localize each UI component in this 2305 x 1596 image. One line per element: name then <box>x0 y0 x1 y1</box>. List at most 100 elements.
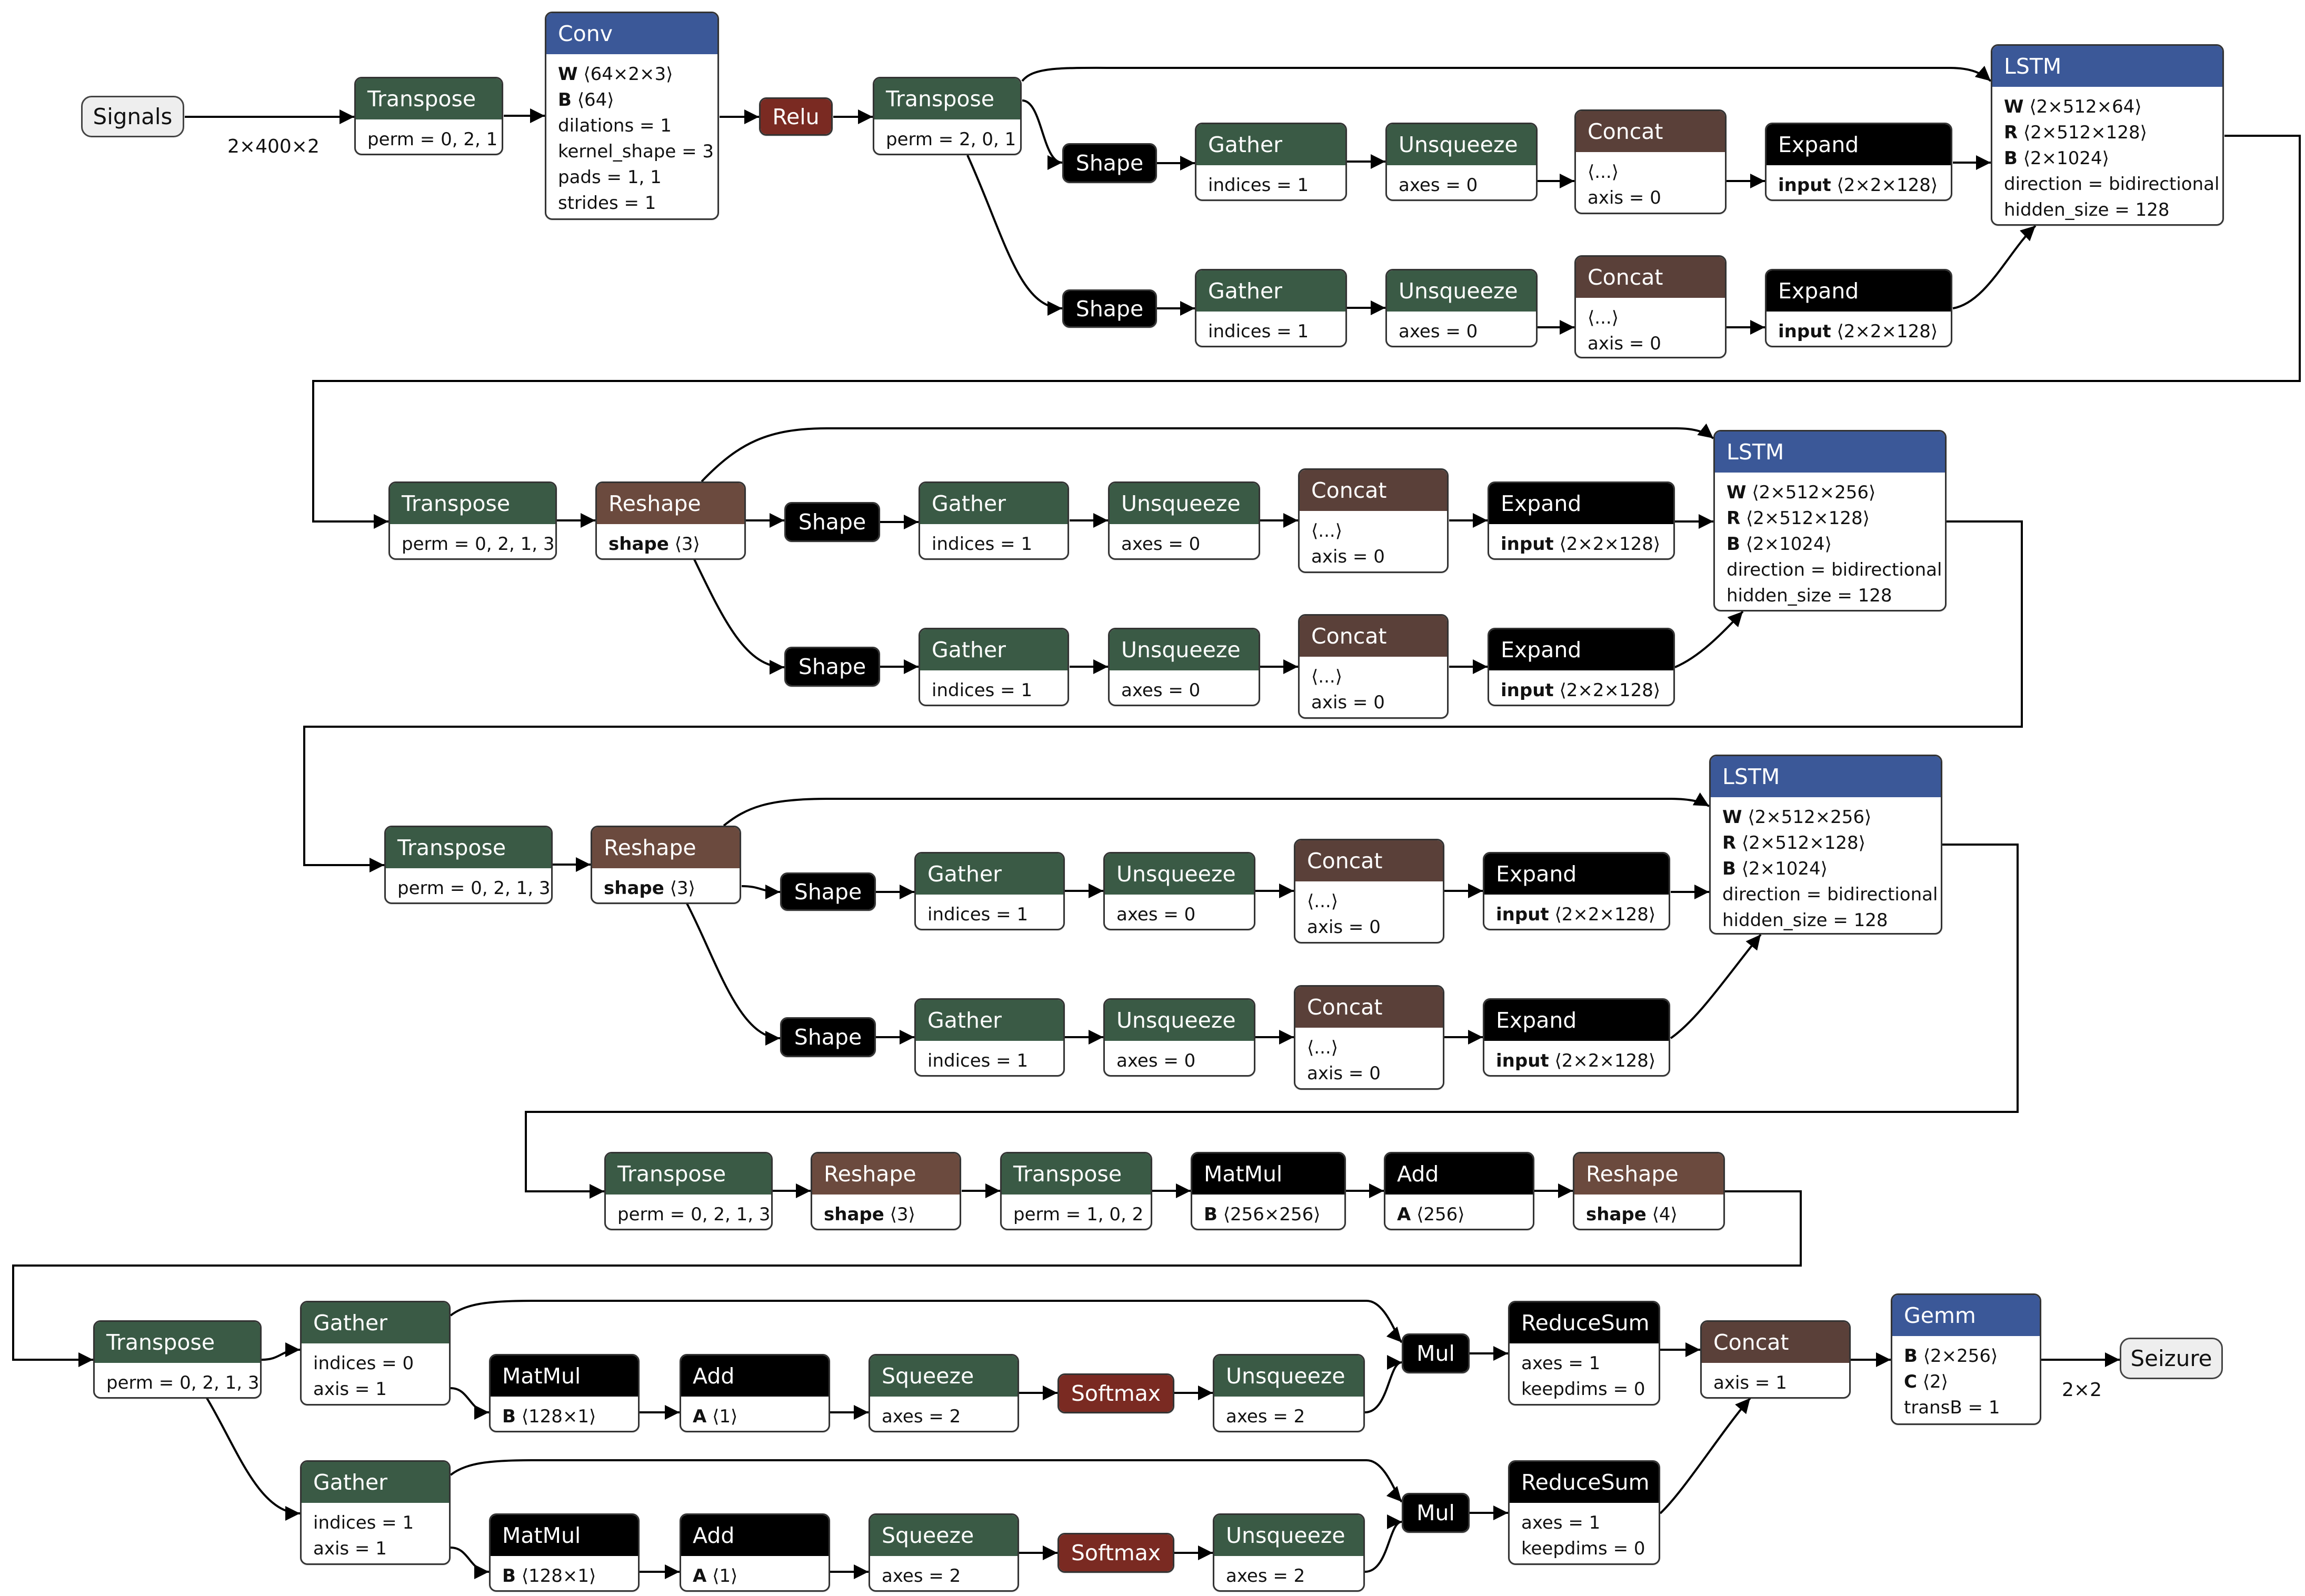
node-attributes: perm = 0, 2, 1, 3 <box>606 1195 771 1228</box>
node-attribute-row: direction = bidirectional <box>1722 882 1938 908</box>
attribute-value: ⟨3⟩ <box>890 1204 915 1225</box>
r1-shape-a-node[interactable]: Shape <box>1062 143 1157 183</box>
edge-expand-b-lstm <box>1952 225 2037 309</box>
r2-concat-b-node[interactable]: Concat⟨...⟩axis = 0 <box>1298 614 1449 719</box>
node-attributes: input ⟨2×2×128⟩ <box>1767 165 1951 198</box>
seizure-io-node[interactable]: Seizure <box>2120 1338 2223 1379</box>
r2-shape-b-node[interactable]: Shape <box>784 647 880 687</box>
attribute-key: input <box>1501 680 1554 701</box>
node-attributes: ⟨...⟩axis = 0 <box>1576 298 1725 357</box>
node-attribute-row: axes = 1 <box>1521 1510 1647 1536</box>
r5-softmax-b-node[interactable]: Softmax <box>1057 1533 1174 1573</box>
node-attribute-row: axis = 1 <box>1713 1370 1838 1396</box>
node-attribute-row: axes = 0 <box>1121 531 1247 557</box>
attribute-value: axis = 0 <box>1307 1063 1381 1084</box>
r3-concat-b-node[interactable]: Concat⟨...⟩axis = 0 <box>1294 985 1444 1090</box>
attribute-value: indices = 1 <box>927 904 1029 925</box>
r3-shape-b-node[interactable]: Shape <box>780 1017 876 1057</box>
node-attribute-row: W ⟨2×512×64⟩ <box>2004 94 2211 120</box>
attribute-value: ⟨2×256⟩ <box>1923 1346 1998 1367</box>
r1-relu-node[interactable]: Relu <box>759 97 833 136</box>
edge-gather-mul-b <box>450 1459 1403 1503</box>
r2-shape-a-node[interactable]: Shape <box>784 502 880 542</box>
attribute-value: perm = 0, 2, 1, 3 <box>106 1372 260 1393</box>
attribute-value: direction = bidirectional <box>1727 559 1942 580</box>
edge-r3-reshape-r3-shape-a <box>741 884 781 899</box>
attribute-value: keepdims = 0 <box>1521 1538 1645 1559</box>
node-attributes: input ⟨2×2×128⟩ <box>1489 670 1673 704</box>
node-attribute-row: ⟨...⟩ <box>1307 1035 1431 1061</box>
node-attribute-row: shape ⟨3⟩ <box>604 876 728 901</box>
r2-concat-a-node[interactable]: Concat⟨...⟩axis = 0 <box>1298 468 1449 573</box>
attribute-value: ⟨2×512×256⟩ <box>1748 807 1872 828</box>
signals-io-node[interactable]: Signals <box>81 96 184 137</box>
attribute-value: ⟨64×2×3⟩ <box>583 64 673 85</box>
r5-mul-b-node[interactable]: Mul <box>1402 1493 1470 1533</box>
r5-softmax-a-node[interactable]: Softmax <box>1057 1373 1174 1413</box>
node-header: MatMul <box>1192 1153 1344 1195</box>
node-header: Gather <box>1196 270 1345 312</box>
node-attribute-row: B ⟨2×256⟩ <box>1904 1343 2028 1369</box>
r1-concat-a-node[interactable]: Concat⟨...⟩axis = 0 <box>1574 109 1727 214</box>
r1-shape-b-node[interactable]: Shape <box>1062 289 1157 328</box>
r5-mul-a-node[interactable]: Mul <box>1402 1333 1470 1373</box>
r1-concat-b-node[interactable]: Concat⟨...⟩axis = 0 <box>1574 255 1727 358</box>
node-attributes: indices = 1 <box>1196 312 1345 345</box>
r3-concat-a-node[interactable]: Concat⟨...⟩axis = 0 <box>1294 839 1444 943</box>
attribute-value: hidden_size = 128 <box>2004 199 2170 220</box>
attribute-value: axes = 1 <box>1521 1512 1601 1533</box>
node-header: Transpose <box>1002 1153 1151 1195</box>
r3-shape-a-node[interactable]: Shape <box>780 872 876 911</box>
